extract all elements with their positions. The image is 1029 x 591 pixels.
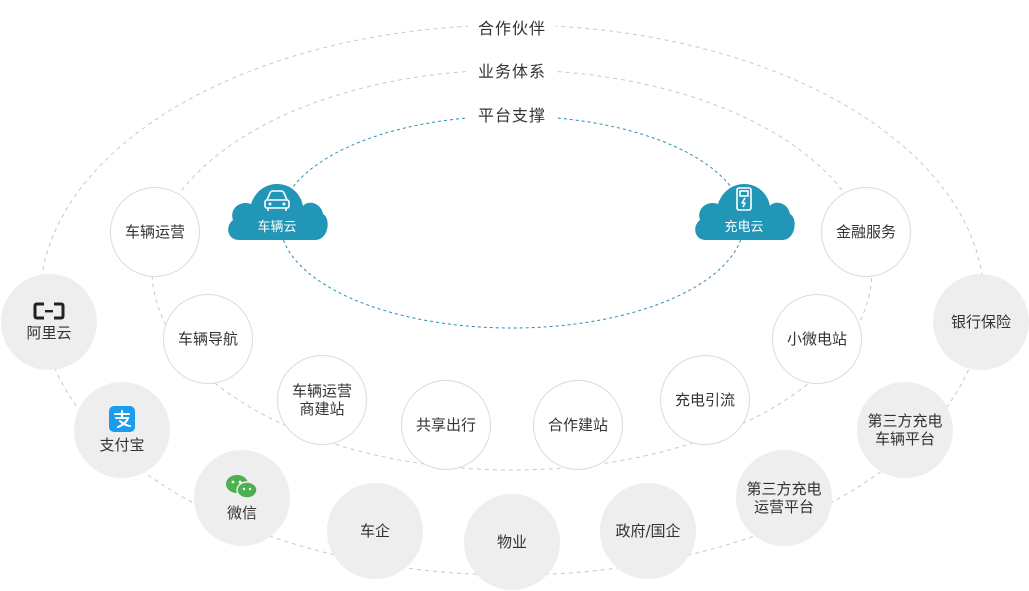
node-wechat: 微信 bbox=[194, 450, 290, 546]
node-label: 第三方充电 运营平台 bbox=[746, 480, 822, 516]
node-label: 共享出行 bbox=[415, 416, 476, 434]
node-financial-service: 金融服务 bbox=[821, 187, 911, 277]
alipay-logo-icon bbox=[109, 406, 135, 432]
middle-ring-label: 业务体系 bbox=[467, 58, 557, 82]
node-label: 车企 bbox=[359, 522, 390, 540]
node-cooperative-station: 合作建站 bbox=[533, 380, 623, 470]
node-label: 银行保险 bbox=[950, 313, 1011, 331]
node-vehicle-station: 车辆运营 商建站 bbox=[277, 355, 367, 445]
middle-ring bbox=[151, 69, 873, 471]
node-shared-mobility: 共享出行 bbox=[401, 380, 491, 470]
node-label: 充电引流 bbox=[674, 391, 735, 409]
node-automaker: 车企 bbox=[327, 483, 423, 579]
node-alipay: 支付宝 bbox=[74, 382, 170, 478]
node-third-party-operator: 第三方充电 运营平台 bbox=[736, 450, 832, 546]
node-third-party-vehicle: 第三方充电 车辆平台 bbox=[857, 382, 953, 478]
inner-ring-label: 平台支撑 bbox=[467, 102, 557, 126]
charger-icon bbox=[736, 187, 752, 211]
inner-ring bbox=[279, 115, 745, 329]
node-micro-station: 小微电站 bbox=[772, 294, 862, 384]
node-label: 合作建站 bbox=[547, 416, 608, 434]
charging-cloud: 充电云 bbox=[692, 180, 796, 240]
aliyun-logo-icon bbox=[33, 302, 65, 320]
node-aliyun: 阿里云 bbox=[1, 274, 97, 370]
node-label: 政府/国企 bbox=[615, 522, 681, 540]
node-label: 金融服务 bbox=[835, 223, 896, 241]
node-label: 物业 bbox=[496, 533, 527, 551]
outer-ring-label: 合作伙伴 bbox=[467, 15, 557, 39]
wechat-logo-icon bbox=[226, 475, 258, 499]
node-label: 车辆导航 bbox=[177, 330, 238, 348]
charging-cloud-label: 充电云 bbox=[724, 220, 764, 235]
vehicle-cloud: 车辆云 bbox=[225, 180, 329, 240]
node-vehicle-operation: 车辆运营 bbox=[110, 187, 200, 277]
node-charging-traffic: 充电引流 bbox=[660, 355, 750, 445]
node-bank-insurance: 银行保险 bbox=[933, 274, 1029, 370]
node-government: 政府/国企 bbox=[600, 483, 696, 579]
node-label: 车辆运营 商建站 bbox=[291, 382, 352, 418]
cloud-shape bbox=[695, 184, 795, 240]
node-label: 阿里云 bbox=[26, 324, 72, 342]
node-label: 小微电站 bbox=[786, 330, 847, 348]
car-icon bbox=[264, 190, 290, 211]
cloud-shape bbox=[228, 184, 328, 240]
node-vehicle-navigation: 车辆导航 bbox=[163, 294, 253, 384]
node-label: 微信 bbox=[226, 504, 257, 522]
node-label: 支付宝 bbox=[99, 436, 145, 454]
node-label: 第三方充电 车辆平台 bbox=[867, 412, 943, 448]
node-label: 车辆运营 bbox=[124, 223, 185, 241]
node-property: 物业 bbox=[464, 494, 560, 590]
vehicle-cloud-label: 车辆云 bbox=[257, 220, 297, 235]
